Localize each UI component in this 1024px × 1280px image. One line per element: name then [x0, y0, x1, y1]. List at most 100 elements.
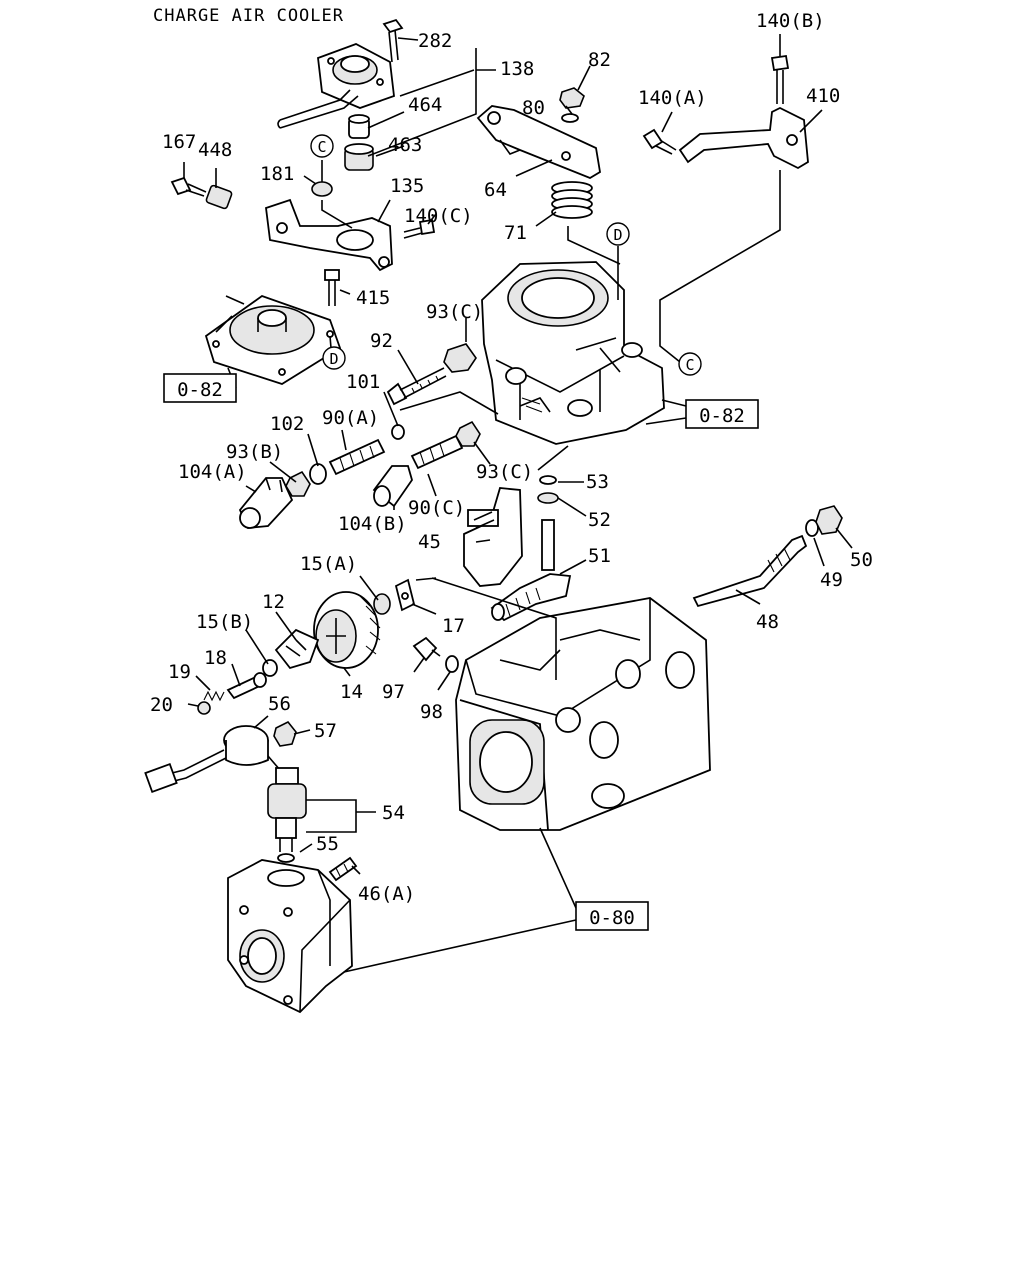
label-52: 52	[588, 509, 611, 531]
callout-c-upper: C	[310, 134, 334, 158]
bracket-410-drawing	[678, 106, 809, 170]
callout-d-left: D	[322, 346, 346, 370]
actuator-138-drawing	[277, 43, 395, 129]
lever-64-drawing	[476, 105, 601, 180]
label-64: 64	[484, 179, 507, 201]
label-93c-upper: 93(C)	[426, 301, 483, 323]
label-97: 97	[382, 681, 405, 703]
label-135: 135	[390, 175, 424, 197]
washer-80-drawing	[561, 113, 579, 123]
ball-20-drawing	[197, 701, 211, 715]
ring-gear-14-drawing	[313, 591, 381, 669]
lever-12-drawing	[274, 628, 320, 670]
svg-text:C: C	[317, 138, 326, 156]
label-17: 17	[442, 615, 465, 637]
callout-d-upper: D	[606, 222, 630, 246]
callout-c-right: C	[678, 352, 702, 376]
label-101: 101	[346, 371, 380, 393]
label-93c-lower: 93(C)	[476, 461, 533, 483]
label-15b: 15(B)	[196, 611, 253, 633]
nut-93b-drawing	[285, 470, 311, 497]
label-464: 464	[408, 94, 442, 116]
svg-text:0-82: 0-82	[177, 379, 223, 401]
nut-57-drawing	[273, 720, 297, 747]
sensor-56-drawing	[144, 725, 287, 793]
label-93b: 93(B)	[226, 441, 283, 463]
fitting-448-drawing	[205, 184, 233, 210]
nut-93c-lower-drawing	[455, 420, 481, 447]
pin-18-drawing	[226, 672, 267, 700]
shaft-48-drawing	[692, 534, 808, 608]
label-181: 181	[260, 163, 294, 185]
ref-box-0-82-left[interactable]: 0-82	[163, 373, 237, 403]
label-49: 49	[820, 569, 843, 591]
screw-92-drawing	[386, 367, 447, 406]
label-282: 282	[418, 30, 452, 52]
plunger-51-drawing	[490, 519, 572, 622]
label-46a: 46(A)	[358, 883, 415, 905]
nut-50-drawing	[815, 505, 843, 535]
oring-53-drawing	[539, 475, 557, 485]
bolt-415-drawing	[324, 269, 340, 306]
label-410: 410	[806, 85, 840, 107]
label-140b: 140(B)	[756, 10, 825, 32]
label-12: 12	[262, 591, 285, 613]
ref-box-0-82-right[interactable]: 0-82	[685, 399, 759, 429]
part-labels: 282 138 464 463 167 448 181 135 140(C) 4…	[150, 10, 873, 905]
bolt-140b-drawing	[770, 54, 790, 104]
screw-167-drawing	[170, 176, 207, 197]
nut-82-drawing	[559, 87, 585, 109]
bushing-464-drawing	[348, 114, 370, 139]
bolt-140c-drawing	[403, 218, 436, 239]
spring-19-drawing	[203, 690, 225, 702]
label-82: 82	[588, 49, 611, 71]
screw-97-drawing	[412, 636, 441, 662]
label-415: 415	[356, 287, 390, 309]
bracket-135-drawing	[265, 198, 393, 272]
washer-15b-drawing	[262, 659, 278, 677]
cap-104a-drawing	[238, 477, 294, 529]
label-15a: 15(A)	[300, 553, 357, 575]
label-98: 98	[420, 701, 443, 723]
svg-text:0-80: 0-80	[589, 907, 635, 929]
label-138: 138	[500, 58, 534, 80]
label-463: 463	[388, 134, 422, 156]
cap-104b-drawing	[372, 465, 413, 508]
label-167: 167	[162, 131, 196, 153]
svg-text:D: D	[613, 226, 622, 244]
label-48: 48	[756, 611, 779, 633]
washer-98-drawing	[445, 655, 459, 673]
label-140c-upper: 140(C)	[404, 205, 473, 227]
label-53: 53	[586, 471, 609, 493]
leader-lines	[183, 34, 853, 973]
oring-55-drawing	[277, 853, 295, 863]
bolt-140a-drawing	[642, 128, 677, 155]
washer-102-drawing	[309, 463, 327, 485]
label-102: 102	[270, 413, 304, 435]
nut-93c-upper-drawing	[443, 343, 477, 373]
lower-cover-drawing	[227, 859, 353, 1014]
pump-body-drawing	[455, 597, 711, 831]
ref-box-0-80[interactable]: 0-80	[575, 901, 649, 931]
label-140a: 140(A)	[638, 87, 707, 109]
sensor-45-drawing	[463, 487, 523, 587]
washer-52-drawing	[537, 492, 559, 504]
diagram-title: CHARGE AIR COOLER	[153, 6, 344, 26]
oring-49-drawing	[805, 519, 819, 537]
screw-90c-drawing	[410, 434, 464, 470]
label-80: 80	[522, 97, 545, 119]
label-50: 50	[850, 549, 873, 571]
screw-90a-drawing	[328, 438, 386, 476]
label-56: 56	[268, 693, 291, 715]
label-104b: 104(B)	[338, 513, 407, 535]
label-104a: 104(A)	[178, 461, 247, 483]
label-71: 71	[504, 222, 527, 244]
label-90c: 90(C)	[408, 497, 465, 519]
svg-text:D: D	[329, 350, 338, 368]
label-51: 51	[588, 545, 611, 567]
stud-46a-drawing	[328, 856, 358, 882]
bushing-463-drawing	[344, 143, 374, 171]
label-92: 92	[370, 330, 393, 352]
spring-71-drawing	[551, 181, 593, 219]
